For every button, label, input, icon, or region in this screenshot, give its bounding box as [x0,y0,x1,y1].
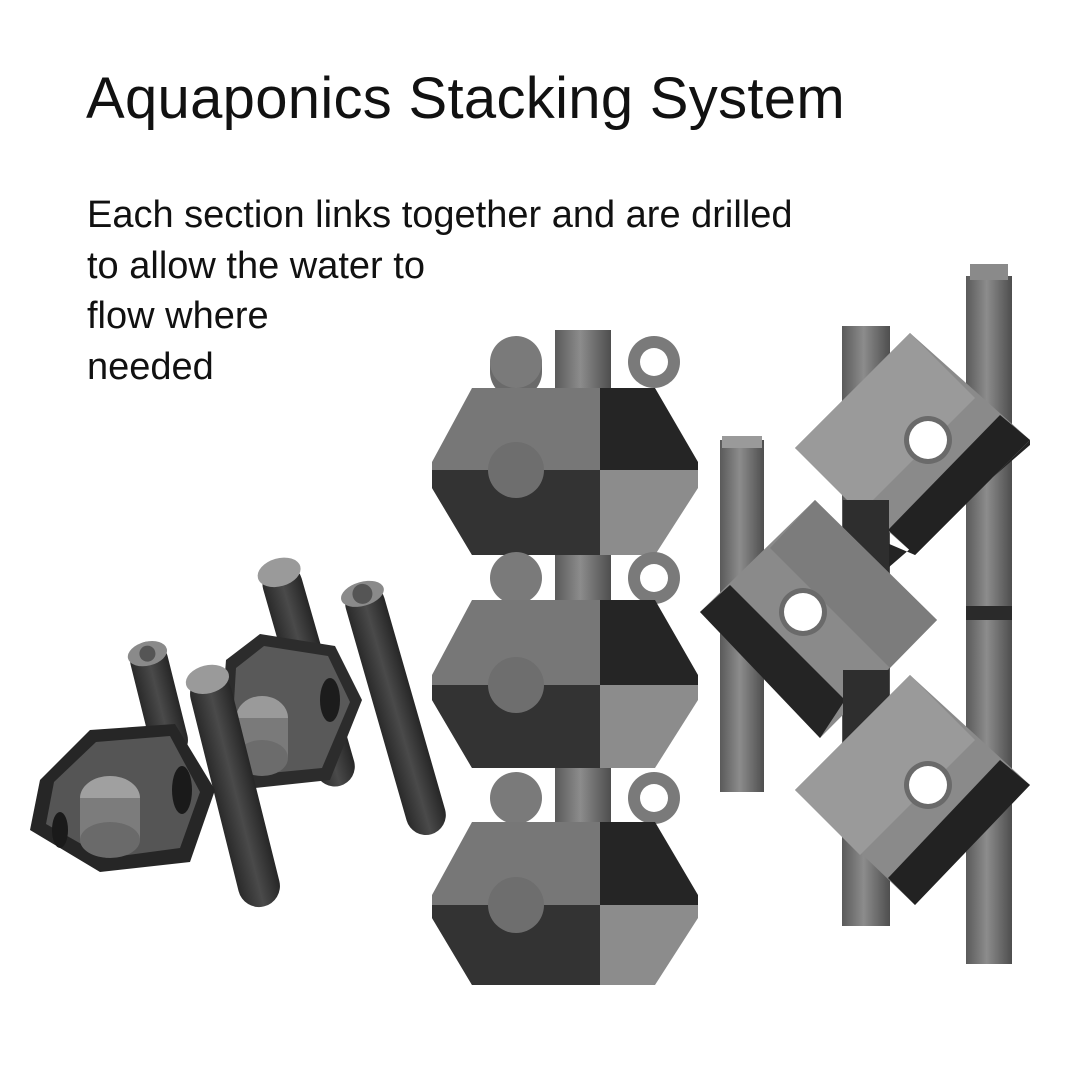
page-title: Aquaponics Stacking System [86,66,845,131]
front-hex-block [30,724,215,872]
diamond-block [795,333,1030,568]
description: Each section links together and are dril… [87,190,793,392]
rear-hex-block [220,634,362,788]
description-line: Each section links together and are dril… [87,194,793,236]
middle-pipe [185,664,280,908]
hex-block [432,336,698,555]
diamond-block [795,675,1030,905]
vertical-stack [432,330,698,985]
tilted-assembly [30,557,446,908]
diamond-stack [700,264,1030,964]
back-pipe [341,580,446,835]
hex-block [432,772,698,985]
description-line: needed [87,345,214,388]
hex-block [432,552,698,768]
description-line: flow where [87,295,269,337]
description-line: to allow the water to [87,244,425,287]
